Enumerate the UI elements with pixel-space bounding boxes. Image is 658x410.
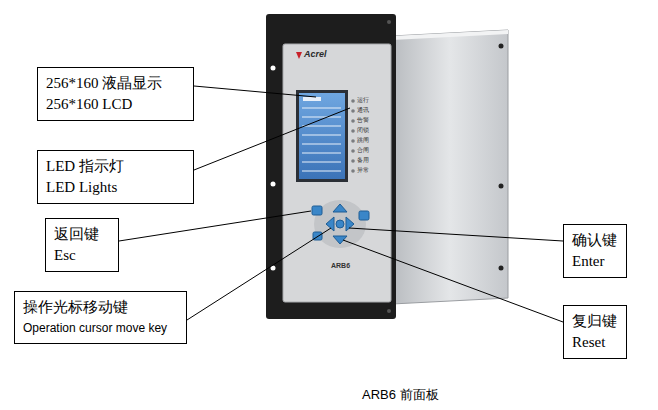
callout-translation: Esc xyxy=(54,245,110,266)
led-label: 备用 xyxy=(357,157,369,163)
figure-caption: ARB6 前面板 xyxy=(362,386,439,404)
led-label: 通讯 xyxy=(357,107,369,113)
callout-box: 复归键Reset xyxy=(563,305,627,359)
callout-box: 返回键Esc xyxy=(45,218,119,272)
callout-text: 操作光标移动键 xyxy=(23,297,178,318)
led-label: 合闸 xyxy=(357,147,369,153)
leader-line xyxy=(349,228,563,241)
leader-line xyxy=(119,211,311,241)
brand-logo-text: Acrel xyxy=(304,50,327,59)
callout-box: 256*160 液晶显示256*160 LCD xyxy=(37,67,194,121)
leader-line xyxy=(194,108,350,170)
callout-text: 复归键 xyxy=(572,311,618,332)
callout-translation: Operation cursor move key xyxy=(23,318,178,338)
led-label: 跳闸 xyxy=(357,137,369,143)
leader-line xyxy=(187,228,331,320)
callout-box: 确认键Enter xyxy=(563,224,627,278)
callout-translation: Enter xyxy=(572,251,618,272)
callout-text: 256*160 液晶显示 xyxy=(46,73,185,94)
model-name: ARB6 xyxy=(331,262,350,269)
led-label: 异常 xyxy=(357,167,369,173)
callout-translation: LED Lights xyxy=(46,177,185,198)
callout-text: LED 指示灯 xyxy=(46,156,185,177)
callout-translation: Reset xyxy=(572,332,618,353)
led-label: 告警 xyxy=(357,117,369,123)
leader-line xyxy=(194,86,316,97)
callout-text: 返回键 xyxy=(54,224,110,245)
callout-translation: 256*160 LCD xyxy=(46,94,185,115)
callout-text: 确认键 xyxy=(572,230,618,251)
led-label: 运行 xyxy=(357,97,369,103)
callout-box: 操作光标移动键Operation cursor move key xyxy=(14,291,187,344)
led-label: 闭锁 xyxy=(357,127,369,133)
leader-line xyxy=(343,240,563,322)
callout-box: LED 指示灯LED Lights xyxy=(37,150,194,204)
